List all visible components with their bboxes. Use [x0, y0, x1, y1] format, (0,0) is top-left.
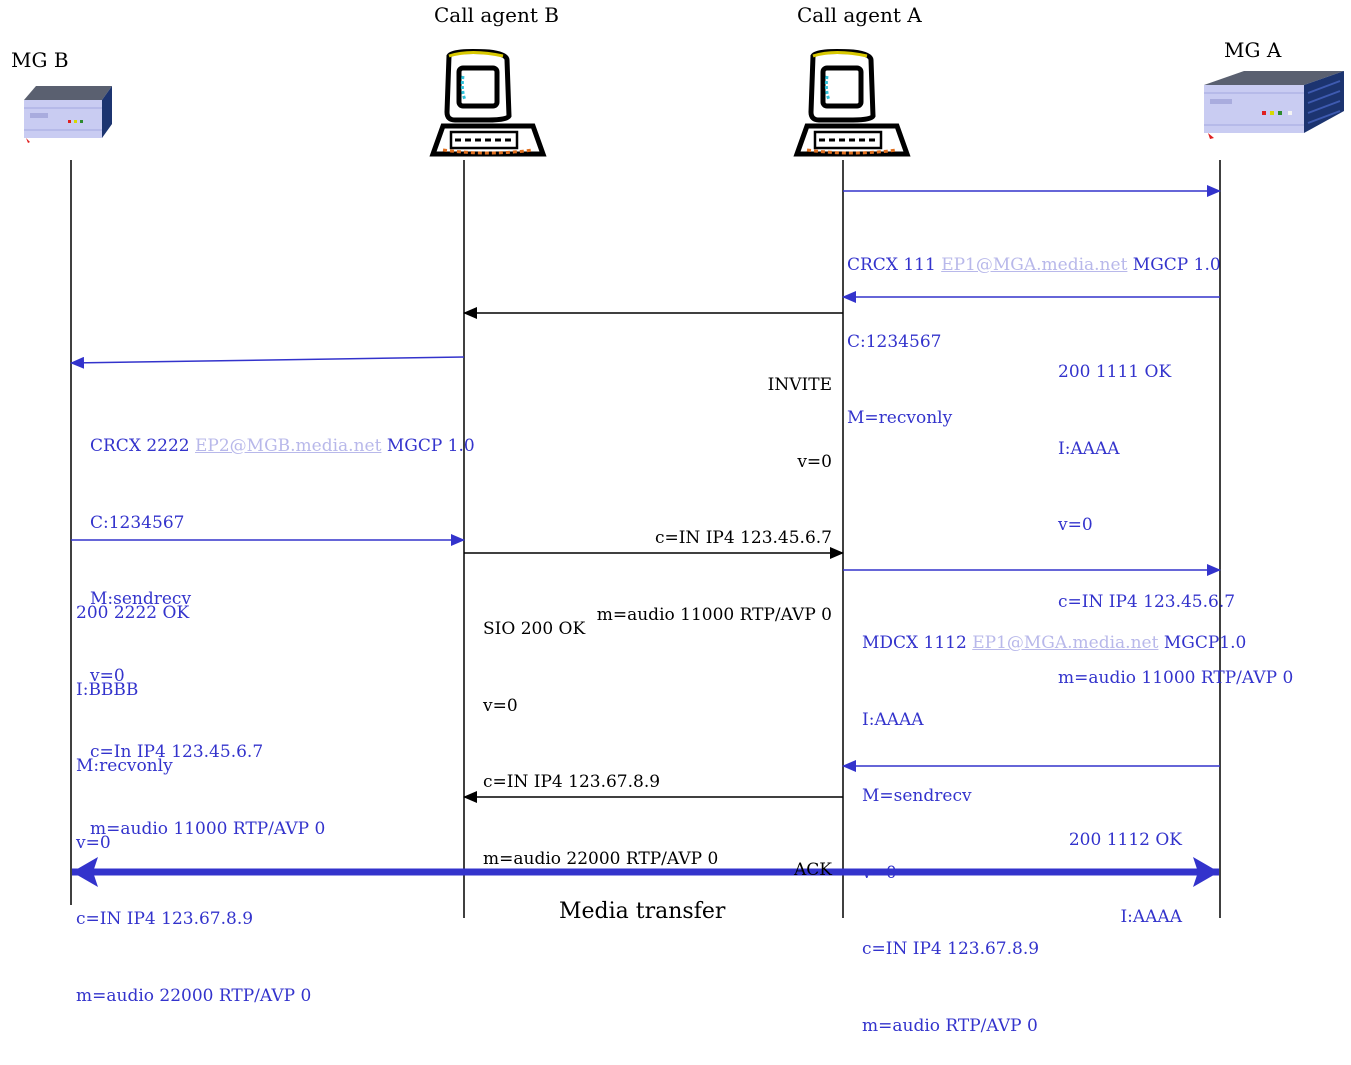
- message-line: c=IN IP4 123.67.8.9: [76, 907, 311, 933]
- message-mdcx: MDCX 1112 EP1@MGA.media.net MGCP1.0 I:AA…: [862, 580, 1246, 1065]
- message-sio-ok: SIO 200 OK v=0 c=IN IP4 123.67.8.9 m=aud…: [483, 566, 718, 898]
- message-line: c=IN IP4 123.67.8.9: [862, 937, 1246, 963]
- message-line: INVITE: [597, 373, 832, 399]
- arrow-crcx-b: [71, 357, 464, 363]
- message-line: I:AAAA: [1069, 905, 1182, 931]
- endpoint-link[interactable]: EP2@MGB.media.net: [195, 436, 381, 456]
- message-line: v=0: [862, 861, 1246, 887]
- message-mdcx-line: MDCX 1112 EP1@MGA.media.net MGCP1.0: [862, 631, 1246, 657]
- actor-mg-b: MG B: [11, 48, 69, 72]
- message-crcx-a-line: CRCX 111 EP1@MGA.media.net MGCP 1.0: [847, 253, 1221, 279]
- message-line: ACK: [794, 858, 832, 884]
- actor-call-agent-a: Call agent A: [797, 3, 922, 27]
- media-transfer-label: Media transfer: [559, 899, 725, 924]
- message-line: C:1234567: [90, 511, 475, 537]
- message-line: c=IN IP4 123.67.8.9: [483, 770, 718, 796]
- message-line: v=0: [483, 694, 718, 720]
- message-crcx-b-line: CRCX 2222 EP2@MGB.media.net MGCP 1.0: [90, 434, 475, 460]
- message-line: v=0: [597, 450, 832, 476]
- media-gateway-a-icon: [1204, 71, 1344, 139]
- message-ack: ACK: [794, 807, 832, 909]
- media-gateway-b-icon: [24, 86, 112, 143]
- message-ok-2222: 200 2222 OK I:BBBB M:recvonly v=0 c=IN I…: [76, 550, 311, 1035]
- message-line: m=audio 22000 RTP/AVP 0: [483, 847, 718, 873]
- message-line: v=0: [76, 831, 311, 857]
- message-line: M:recvonly: [76, 754, 311, 780]
- message-line: 200 1112 OK: [1069, 828, 1182, 854]
- message-line: m=audio RTP/AVP 0: [862, 1014, 1246, 1040]
- actor-mg-a: MG A: [1224, 38, 1281, 62]
- message-line: M=sendrecv: [862, 784, 1246, 810]
- message-line: v=0: [1058, 513, 1293, 539]
- message-line: I:BBBB: [76, 678, 311, 704]
- endpoint-link[interactable]: EP1@MGA.media.net: [941, 255, 1127, 275]
- message-line: SIO 200 OK: [483, 617, 718, 643]
- message-line: I:AAAA: [862, 708, 1246, 734]
- call-agent-a-computer-icon: [797, 52, 907, 155]
- actor-call-agent-b: Call agent B: [434, 3, 559, 27]
- message-line: c=IN IP4 123.45.6.7: [597, 526, 832, 552]
- message-line: I:AAAA: [1058, 437, 1293, 463]
- message-line: m=audio 22000 RTP/AVP 0: [76, 984, 311, 1010]
- endpoint-link[interactable]: EP1@MGA.media.net: [972, 633, 1158, 653]
- message-ok-1112: 200 1112 OK I:AAAA: [1069, 777, 1182, 956]
- message-line: 200 1111 OK: [1058, 360, 1293, 386]
- call-agent-b-computer-icon: [433, 52, 543, 155]
- message-line: 200 2222 OK: [76, 601, 311, 627]
